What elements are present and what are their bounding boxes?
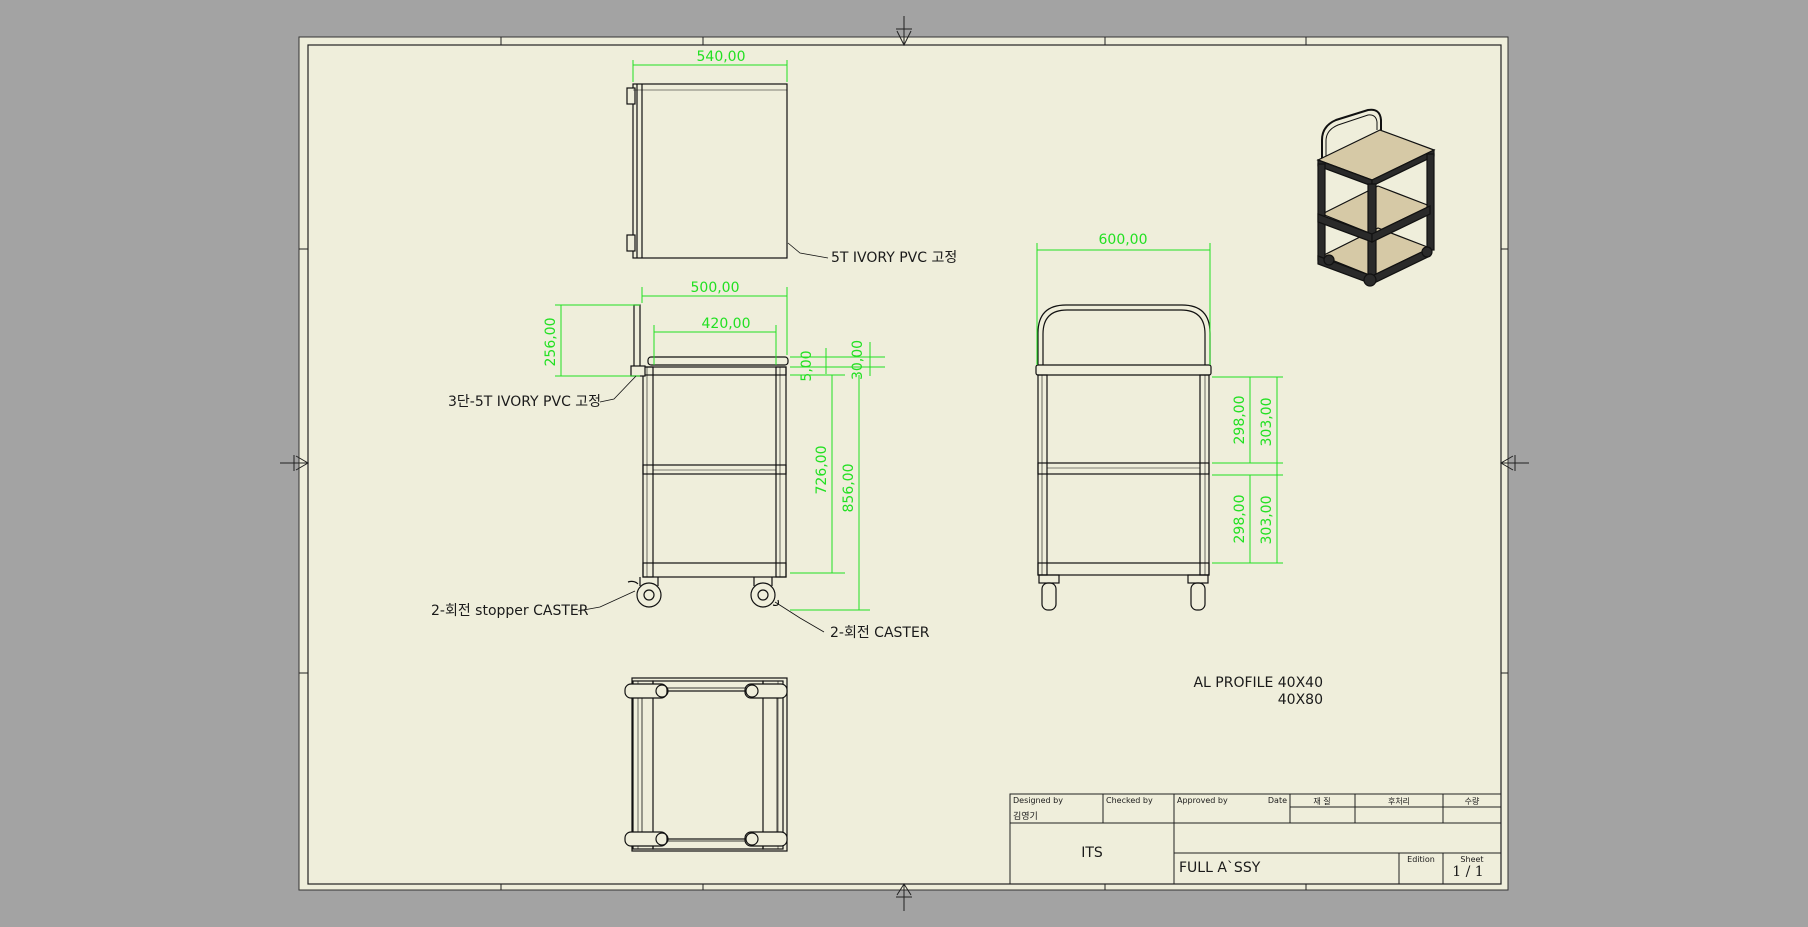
dim-handle-height: 256,00 — [543, 318, 559, 367]
side-view-dimensions — [555, 287, 885, 611]
dim-side-outer-width: 500,00 — [691, 280, 740, 296]
dim-top-width: 540,00 — [697, 49, 746, 65]
top-view-leader — [787, 242, 829, 259]
rev-col-finish: 후처리 — [1388, 797, 1410, 806]
top-view-dimension — [632, 60, 788, 82]
front-view-dimensions — [1036, 243, 1283, 564]
dim-side-inner-width: 420,00 — [702, 316, 751, 332]
dim-total-height: 856,00 — [841, 464, 857, 513]
dim-top-thickness: 5,00 — [799, 350, 815, 381]
note-caster: 2-회전 CASTER — [830, 625, 930, 641]
dim-front-width: 600,00 — [1099, 232, 1148, 248]
designed-by-value: 김영기 — [1013, 810, 1038, 822]
top-view — [626, 83, 788, 259]
approved-by-label: Approved by — [1177, 796, 1228, 805]
dim-front-outer-upper: 303,00 — [1259, 398, 1275, 447]
side-view — [627, 304, 789, 608]
note-profile-line2: 40X80 — [1278, 692, 1323, 708]
centering-marks — [280, 16, 1529, 911]
dim-front-outer-lower: 303,00 — [1259, 496, 1275, 545]
date-label: Date — [1268, 796, 1287, 805]
note-shelves-pvc: 3단-5T IVORY PVC 고정 — [448, 394, 601, 410]
checked-by-label: Checked by — [1106, 796, 1153, 805]
drawing-title: FULL A`SSY — [1179, 860, 1261, 876]
title-block — [1009, 793, 1502, 885]
side-view-leaders — [577, 375, 825, 633]
note-stopper-caster: 2-회전 stopper CASTER — [431, 603, 589, 619]
rev-col-qty: 수량 — [1465, 796, 1480, 806]
edition-label: Edition — [1407, 855, 1435, 864]
dim-top-offset: 30,00 — [850, 340, 866, 380]
paper — [298, 36, 1509, 891]
rev-col-material: 재 질 — [1313, 797, 1330, 806]
dim-front-inner-lower: 298,00 — [1232, 495, 1248, 544]
sheet-number: 1 / 1 — [1452, 864, 1483, 880]
sheet-label: Sheet — [1460, 855, 1483, 864]
note-top-pvc: 5T IVORY PVC 고정 — [831, 250, 957, 266]
dim-front-inner-upper: 298,00 — [1232, 396, 1248, 445]
front-view — [1035, 304, 1212, 611]
isometric-view — [1316, 108, 1436, 287]
bottom-view — [624, 677, 788, 852]
note-profile-line1: AL PROFILE 40X40 — [1193, 675, 1323, 691]
company-name: ITS — [1081, 845, 1103, 861]
designed-by-label: Designed by — [1013, 796, 1063, 805]
dim-frame-height: 726,00 — [814, 446, 830, 495]
